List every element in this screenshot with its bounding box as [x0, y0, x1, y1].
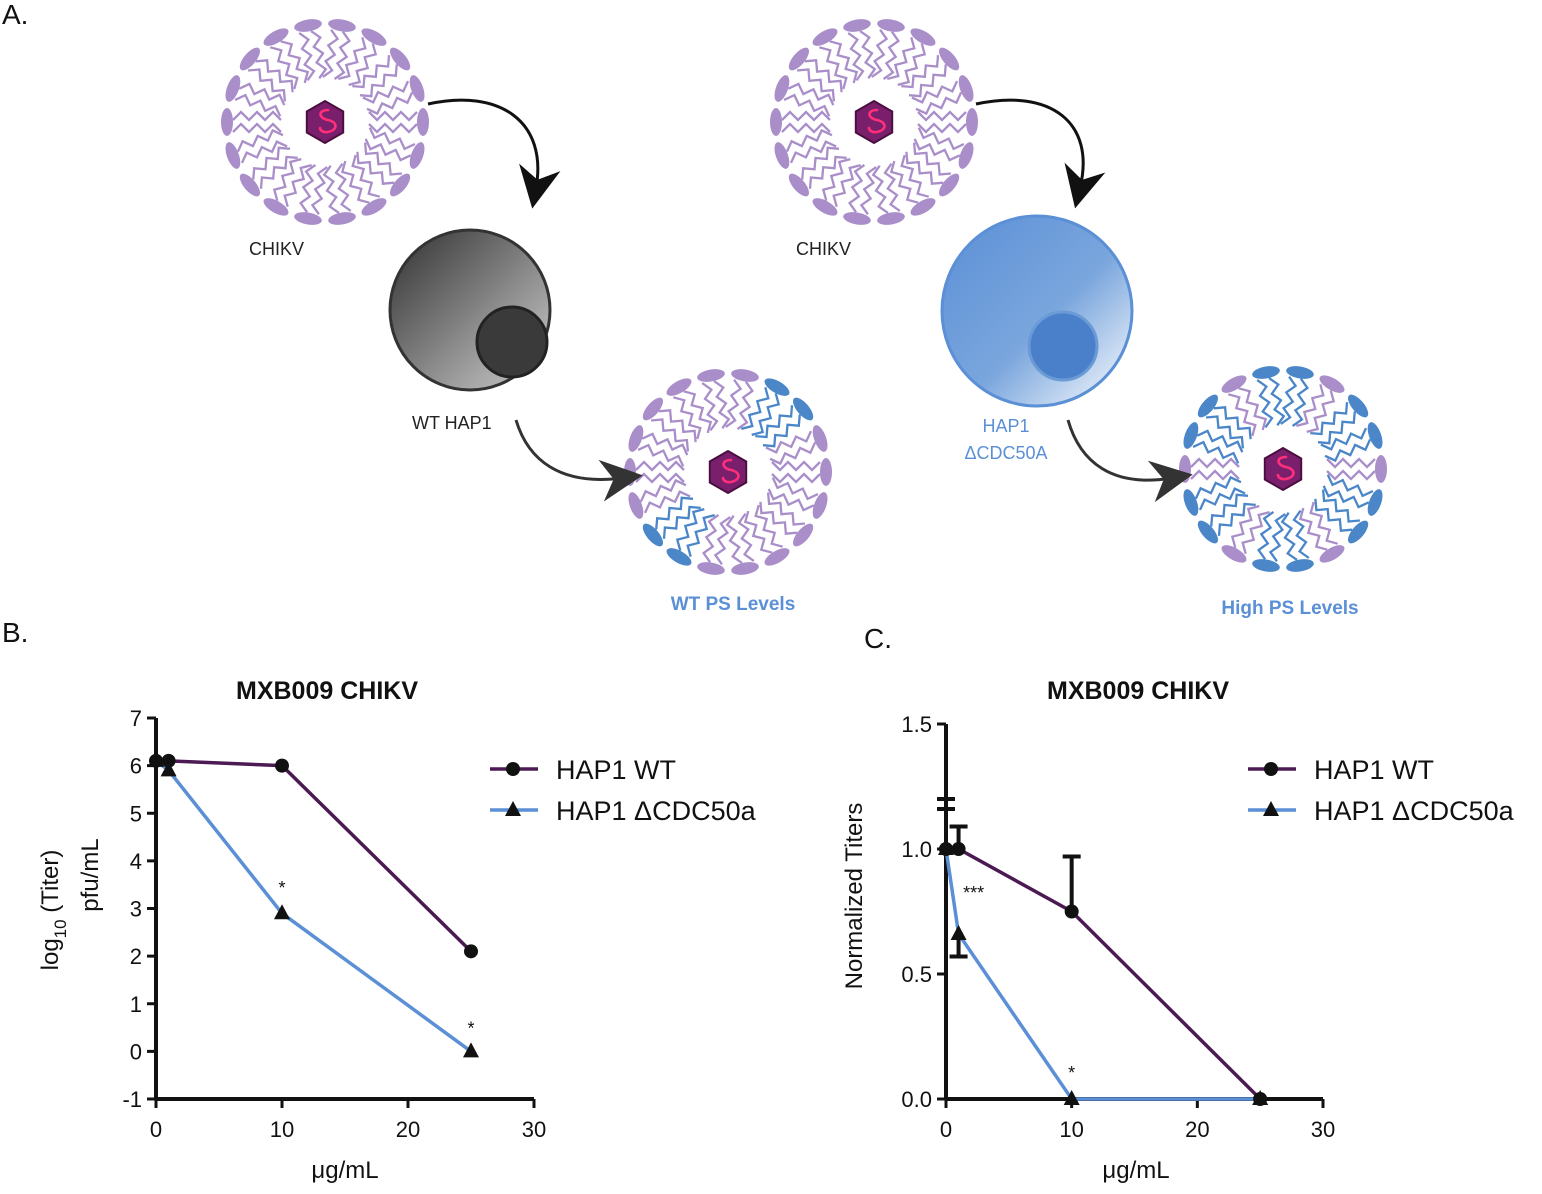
ko-cell-label-line1: HAP1 [982, 416, 1029, 436]
ps-label-wt: WT PS Levels [671, 594, 796, 615]
arrow-virus-to-ko-cell [975, 98, 1106, 209]
virion-high-ps-capsid [1263, 446, 1303, 492]
chart-c-xlabel: μg/mL [1102, 1157, 1169, 1184]
chart-c-xtick-label: 0 [940, 1117, 952, 1142]
panel-letter-b: B. [2, 617, 28, 648]
chart-b-xlabel: μg/mL [311, 1157, 378, 1184]
virion-top-left [221, 19, 429, 225]
ps-label-high: High PS Levels [1221, 598, 1358, 619]
chart-b-ytick-label: 3 [130, 897, 142, 922]
panel-letter-a: A. [2, 0, 28, 30]
chart-b-point-wt [464, 944, 478, 959]
chart-c-ytick-label: 1.0 [901, 837, 932, 862]
chart-c-legend-marker-wt [1264, 762, 1278, 776]
chart-b-legend-label-ko: HAP1 ΔCDC50a [556, 796, 757, 826]
chart-c-significance-label: * [1068, 1063, 1075, 1083]
virion-wt-ps [624, 369, 832, 575]
chart-b-ytick-label: 1 [130, 992, 142, 1017]
chart-c-ytick-label: 1.5 [901, 712, 932, 737]
arrow-ko-cell-to-virion [1066, 419, 1193, 503]
chart-b-title: MXB009 CHIKV [236, 677, 418, 705]
wt-hap1-cell [388, 228, 552, 392]
chart-c-point-wt [1064, 904, 1079, 919]
arrow-virus-to-wt-cell [427, 98, 561, 209]
chart-c-legend-marker-ko [1263, 801, 1279, 816]
chart-c-ytick-label: 0.5 [901, 962, 932, 987]
chart-b-legend-marker-ko [505, 801, 521, 816]
chart-c-point-ko [950, 925, 967, 940]
chart-b-axes: -1 0 1 2 3 4 5 6 7 0 10 20 30 [122, 706, 546, 1142]
chart-b-significance-label: * [278, 878, 285, 898]
chart-c-series-line-1 [944, 848, 1261, 1101]
wt-cell-label: WT HAP1 [412, 413, 492, 433]
chart-b-ylabel-line2: pfu/mL [77, 838, 104, 911]
chart-c-point-ko [938, 840, 954, 855]
chart-b-ytick-label: 4 [130, 849, 142, 874]
chart-b-ytick-label: 7 [130, 706, 142, 731]
chart-c-xtick-label: 10 [1059, 1117, 1083, 1142]
chart-c-legend-label-wt: HAP1 WT [1314, 755, 1434, 785]
chart-b-point-ko [463, 1042, 479, 1058]
chart-c-xtick-label: 20 [1185, 1117, 1209, 1142]
chart-c-title: MXB009 CHIKV [1047, 677, 1229, 705]
chart-c-point-wt [951, 842, 966, 856]
chart-c-legend: HAP1 WT HAP1 ΔCDC50a [1248, 755, 1515, 826]
chart-c-series: **** [937, 797, 1269, 1106]
chart-b-legend: HAP1 WT HAP1 ΔCDC50a [490, 755, 757, 826]
chart-b-series-line-0 [156, 759, 473, 953]
virus-label-left: CHIKV [249, 239, 304, 259]
chart-b-xtick-label: 30 [522, 1117, 546, 1142]
chart-b-significance-label: * [467, 1019, 474, 1039]
virion-top-right [770, 19, 978, 225]
chart-c-ylabel: Normalized Titers [841, 803, 868, 990]
wt-cell-nucleus [475, 305, 549, 379]
chart-c-ytick-label: 0.0 [901, 1087, 932, 1112]
chart-c-point-ko [1063, 1090, 1080, 1105]
chart-b-ytick-label: 5 [130, 801, 142, 826]
chart-b-legend-label-wt: HAP1 WT [556, 755, 676, 785]
chart-b-ytick-label: 6 [130, 754, 142, 779]
chart-b-xtick-label: 20 [396, 1117, 420, 1142]
virion-wt-ps-capsid [708, 449, 748, 495]
chart-b-xtick-label: 10 [270, 1117, 294, 1142]
chart-b-point-ko [160, 761, 177, 777]
chart-b-point-wt [275, 758, 289, 773]
ko-hap1-cell [940, 214, 1134, 408]
virion-top-left-capsid [305, 99, 345, 145]
virion-group [221, 19, 1387, 575]
chart-b-series: ** [148, 751, 479, 1058]
virion-high-ps [1179, 366, 1387, 572]
chart-b-ytick-label: 2 [130, 944, 142, 969]
chart-c-axes: 0.0 0.5 1.0 1.5 0 10 20 30 [901, 712, 1335, 1142]
arrow-wt-cell-to-virion [514, 419, 643, 502]
virion-top-right-capsid [854, 99, 894, 145]
virion-wt-ps-genome [721, 458, 740, 484]
chart-b-point-ko [148, 751, 164, 767]
chart-b-point-ko [274, 904, 290, 920]
ko-cell-label-line2: ΔCDC50A [964, 443, 1047, 463]
chart-b-ytick-label: -1 [122, 1087, 142, 1112]
virion-top-right-genome [867, 108, 886, 134]
ko-cell-nucleus [1027, 310, 1099, 382]
diagram-panel-a: CHIKV CHIKV WT HAP1 HAP1 ΔCDC50A WT PS L… [221, 19, 1387, 619]
chart-b-legend-marker-wt [506, 762, 520, 776]
virion-high-ps-genome [1276, 455, 1295, 481]
chart-c-significance-label: *** [963, 883, 984, 903]
chart-c-point-ko [1252, 1090, 1269, 1105]
chart-c-series-line-0 [946, 847, 1262, 1101]
virion-top-left-genome [318, 108, 337, 134]
chart-c-legend-label-ko: HAP1 ΔCDC50a [1314, 796, 1515, 826]
virus-label-right: CHIKV [796, 239, 851, 259]
chart-b-ylabel-line1: log10 (Titer) [37, 850, 70, 971]
chart-b-point-wt [161, 753, 176, 768]
chart-b-xtick-label: 0 [150, 1117, 162, 1142]
chart-c-xtick-label: 30 [1311, 1117, 1335, 1142]
chart-b-ytick-label: 0 [130, 1039, 142, 1064]
panel-letter-c: C. [864, 623, 892, 654]
